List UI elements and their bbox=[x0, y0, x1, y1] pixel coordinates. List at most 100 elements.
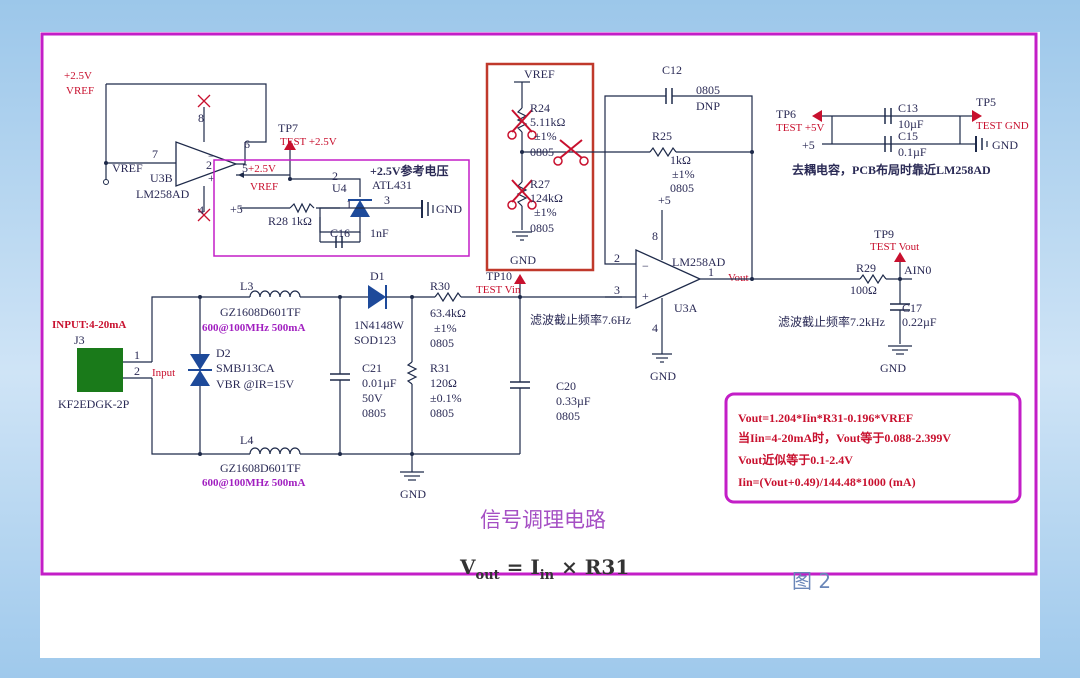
u3a-label: U3A bbox=[674, 301, 698, 315]
j3-part: KF2EDGK-2P bbox=[58, 397, 130, 411]
vref-divider-section: VREF R24 5.11kΩ ±1% 0805 R27 124kΩ ±1% 0… bbox=[485, 62, 605, 272]
r30-value: 63.4kΩ bbox=[430, 306, 466, 320]
gnd-label: GND bbox=[992, 138, 1018, 152]
r30-resistor bbox=[434, 291, 462, 303]
c15-value: 0.1µF bbox=[898, 145, 927, 159]
u3a-part: LM258AD bbox=[672, 255, 726, 269]
svg-text:+: + bbox=[208, 171, 215, 185]
l3-inductor bbox=[249, 290, 301, 298]
pin-label: 1 bbox=[346, 197, 352, 211]
vout-label: Vout bbox=[728, 272, 749, 284]
c16-value: 1nF bbox=[370, 226, 389, 240]
pin-label: 3 bbox=[614, 283, 620, 297]
u3b-opamp bbox=[175, 141, 238, 187]
r27-tolerance: ±1% bbox=[534, 205, 557, 219]
c13-value: 10µF bbox=[898, 117, 924, 131]
svg-text:−: − bbox=[208, 149, 215, 163]
diagram-title: 信号调理电路 bbox=[480, 508, 606, 532]
l4-label: L4 bbox=[240, 433, 253, 447]
r29-resistor bbox=[859, 273, 887, 285]
r31-resistor bbox=[406, 361, 418, 385]
vref-mid-label: VREF bbox=[250, 181, 278, 193]
pin-label: 2 bbox=[614, 251, 620, 265]
ain0-label: AIN0 bbox=[904, 263, 931, 277]
tp6-label: TP6 bbox=[776, 107, 796, 121]
vref-left-label: VREF bbox=[112, 161, 143, 175]
l3-spec: 600@100MHz 500mA bbox=[202, 322, 305, 334]
pin-label: 8 bbox=[652, 229, 658, 243]
l4-inductor bbox=[249, 447, 301, 455]
r24-value: 5.11kΩ bbox=[530, 115, 566, 129]
pin-label: 2 bbox=[134, 364, 140, 378]
u4-label: U4 bbox=[332, 181, 347, 195]
gnd-label: GND bbox=[436, 202, 462, 216]
j3-label: J3 bbox=[74, 333, 85, 347]
test-point-arrow-icon bbox=[972, 110, 982, 122]
scissors-icon bbox=[507, 109, 537, 140]
test-point-arrow-icon bbox=[812, 110, 822, 122]
plus5-label: +5 bbox=[230, 202, 243, 216]
r27-label: R27 bbox=[530, 177, 550, 191]
d1-value: 1N4148W bbox=[354, 318, 405, 332]
d1-diode bbox=[368, 285, 386, 309]
svg-text:+: + bbox=[642, 289, 649, 303]
schematic-frame bbox=[40, 32, 1038, 576]
tp5-label: TP5 bbox=[976, 95, 996, 109]
input-section: INPUT:4-20mA J3 1 2 KF2EDGK-2P Input L3 … bbox=[52, 269, 636, 501]
l4-value: GZ1608D601TF bbox=[220, 461, 301, 475]
c15-label: C15 bbox=[898, 129, 918, 143]
plus5-label: +5 bbox=[802, 138, 815, 152]
atl431-label: ATL431 bbox=[372, 178, 412, 192]
r25-tolerance: ±1% bbox=[672, 167, 695, 181]
d2-label: D2 bbox=[216, 346, 231, 360]
j3-connector bbox=[77, 348, 123, 392]
schematic-board: − + +2.5V VREF U3B LM258AD VREF 7 2 6 5 … bbox=[40, 32, 1040, 658]
gnd-label: GND bbox=[510, 253, 536, 267]
filter1-note: 滤波截止频率7.6Hz bbox=[530, 312, 631, 327]
c17-label: C17 bbox=[902, 301, 922, 315]
u3b-label: U3B bbox=[150, 171, 173, 185]
r25-value: 1kΩ bbox=[670, 153, 691, 167]
c21-value: 0.01µF bbox=[362, 376, 397, 390]
ref-note: +2.5V参考电压 bbox=[370, 163, 449, 178]
r27-package: 0805 bbox=[530, 221, 554, 235]
tp6-test: TEST +5V bbox=[776, 122, 825, 134]
r25-package: 0805 bbox=[670, 181, 694, 195]
scissors-icon bbox=[553, 139, 589, 166]
r31-tolerance: ±0.1% bbox=[430, 391, 462, 405]
pin-label: 1 bbox=[708, 265, 714, 279]
c20-value: 0.33µF bbox=[556, 394, 591, 408]
test-point-arrow-icon bbox=[894, 252, 906, 262]
u3b-buffer-section: − + +2.5V VREF U3B LM258AD VREF 7 2 6 5 … bbox=[64, 70, 337, 222]
r27-value: 124kΩ bbox=[530, 191, 563, 205]
c13-label: C13 bbox=[898, 101, 918, 115]
figure-label: 图 2 bbox=[792, 569, 831, 593]
vref-box-label: VREF bbox=[524, 67, 555, 81]
pin-label: 7 bbox=[152, 147, 158, 161]
c20-package: 0805 bbox=[556, 409, 580, 423]
decap-note: 去耦电容，PCB布局时靠近LM258AD bbox=[792, 162, 991, 177]
vref-top-label-2: VREF bbox=[66, 85, 94, 97]
test-point-arrow-icon bbox=[284, 140, 296, 150]
d2-value: SMBJ13CA bbox=[216, 361, 275, 375]
filter2-note: 滤波截止频率7.2kHz bbox=[778, 314, 885, 329]
r24-resistor bbox=[516, 107, 528, 133]
formula-line-4: Iin=(Vout+0.49)/144.48*1000 (mA) bbox=[738, 475, 916, 489]
d2-spec: VBR @IR=15V bbox=[216, 377, 294, 391]
tp10-label: TP10 bbox=[486, 269, 512, 283]
pin-label: 4 bbox=[198, 203, 204, 217]
formula-line-2: 当Iin=4-20mA时，Vout等于0.088-2.399V bbox=[738, 430, 951, 445]
l3-label: L3 bbox=[240, 279, 253, 293]
c21-package: 0805 bbox=[362, 406, 386, 420]
tp7-label: TP7 bbox=[278, 121, 298, 135]
c12-value: DNP bbox=[696, 99, 720, 113]
input-net-label: Input bbox=[152, 367, 175, 379]
pin-label: 1 bbox=[134, 348, 140, 362]
pin-label: 8 bbox=[198, 111, 204, 125]
r29-value: 100Ω bbox=[850, 283, 877, 297]
pin-label: 3 bbox=[384, 193, 390, 207]
u3b-part: LM258AD bbox=[136, 187, 190, 201]
r31-label: R31 bbox=[430, 361, 450, 375]
v25-mid-label: +2.5V bbox=[248, 163, 276, 175]
pin-label: 4 bbox=[652, 321, 658, 335]
